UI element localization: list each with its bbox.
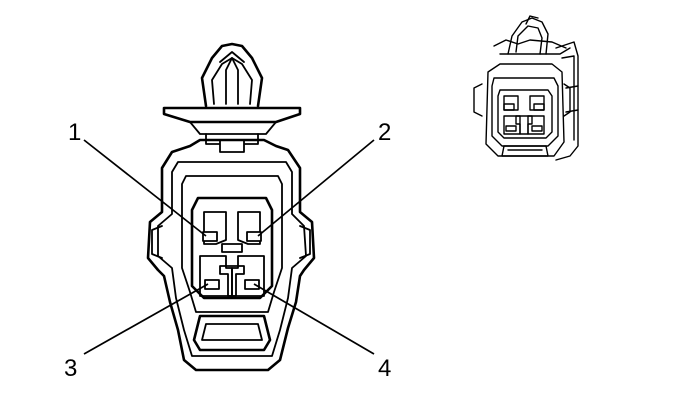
pin-label-3: 3: [64, 355, 77, 382]
pin-cavities: [190, 196, 274, 300]
flange: [162, 106, 302, 153]
connector-housing: [146, 138, 316, 372]
pin-label-1: 1: [68, 119, 81, 146]
pin-1-terminal: [202, 231, 218, 242]
pin-4-terminal: [244, 279, 260, 290]
pin-leader-lines: [83, 139, 375, 355]
leader-pin-2: [257, 139, 375, 237]
pin-label-2: 2: [378, 119, 391, 146]
leader-pin-4: [253, 283, 375, 355]
pin-2-terminal: [246, 231, 262, 242]
leader-pin-1: [83, 139, 207, 237]
pin-label-4: 4: [378, 355, 391, 382]
retainer-clip: [200, 42, 264, 108]
connector-isometric-view: [473, 15, 579, 161]
connector-front-view: [146, 42, 316, 372]
leader-pin-3: [83, 283, 209, 355]
pin-3-terminal: [204, 279, 220, 290]
pin-labels: 1 2 3 4: [64, 119, 391, 382]
